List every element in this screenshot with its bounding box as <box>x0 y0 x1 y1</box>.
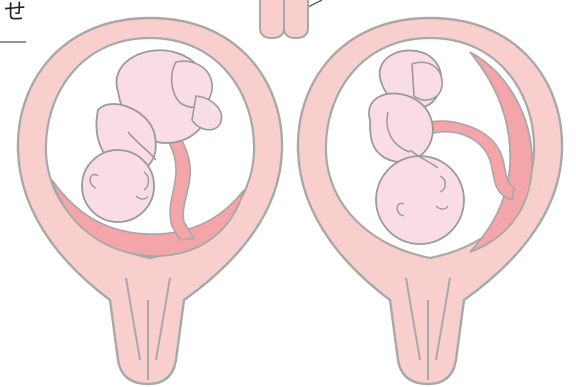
upper-cervix <box>260 0 308 38</box>
left-uterus <box>18 18 282 384</box>
right-uterus <box>298 18 562 384</box>
